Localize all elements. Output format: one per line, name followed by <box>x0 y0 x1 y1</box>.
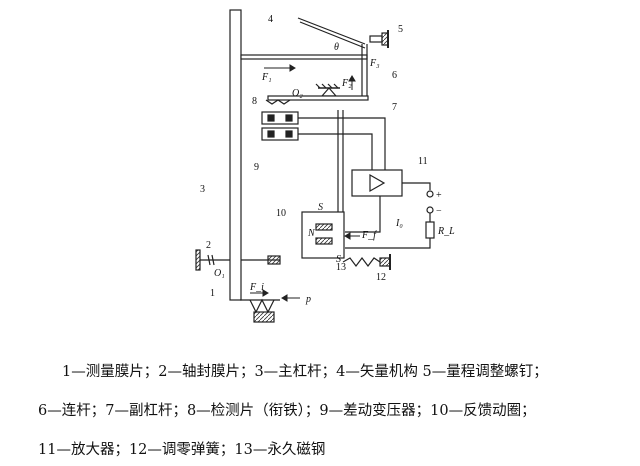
auxiliary-lever <box>267 95 369 101</box>
legend-line-2: 6—连杆；7—副杠杆；8—检测片（衔铁）；9—差动变压器；10—反馈动圈； <box>38 403 536 419</box>
label-11: 11 <box>418 156 428 167</box>
label-RL: R_L <box>437 226 455 237</box>
pivot-o2 <box>315 83 340 97</box>
label-I0: I₀ <box>395 218 403 229</box>
label-O1: O₁ <box>214 268 225 279</box>
label-N: N <box>307 228 316 239</box>
label-F1: F₁ <box>261 72 272 83</box>
label-10: 10 <box>276 208 286 219</box>
label-1: 1 <box>210 288 215 299</box>
label-F3: F₃ <box>369 58 380 69</box>
amplifier <box>351 169 403 197</box>
label-theta: θ <box>334 42 339 53</box>
terminal-minus <box>426 206 434 214</box>
label-S-bottom: S <box>336 254 341 265</box>
measuring-diaphragm <box>240 298 280 323</box>
feedback-coil-magnet <box>301 211 345 259</box>
vector-mechanism-rod <box>240 54 368 60</box>
signal-wire <box>298 117 386 170</box>
main-lever <box>229 9 242 301</box>
label-plus: + <box>436 190 442 201</box>
force-arrows <box>250 64 360 302</box>
terminal-plus <box>426 190 434 198</box>
label-minus: − <box>436 206 442 217</box>
label-12: 12 <box>376 272 386 283</box>
load-resistor <box>425 221 435 239</box>
label-F2: F₂ <box>341 78 352 89</box>
label-9: 9 <box>254 162 259 173</box>
label-3: 3 <box>200 184 205 195</box>
seal-diaphragm <box>195 249 281 271</box>
output-wire <box>402 182 431 190</box>
label-S-top: S <box>318 202 323 213</box>
label-5: 5 <box>398 24 403 35</box>
range-adjust-screw <box>369 30 389 48</box>
detection-plate <box>265 99 291 105</box>
legend-line-1: 1—测量膜片；2—轴封膜片；3—主杠杆；4—矢量机构 5—量程调整螺钉； <box>62 364 548 380</box>
label-Fi: F_i <box>249 282 264 293</box>
label-p: p <box>305 294 311 305</box>
label-O2: O₂ <box>292 88 303 99</box>
label-7: 7 <box>392 102 397 113</box>
vector-plate <box>297 17 366 45</box>
legend-line-3: 11—放大器；12—调零弹簧；13—永久磁钢 <box>38 442 326 458</box>
label-8: 8 <box>252 96 257 107</box>
label-6: 6 <box>392 70 397 81</box>
differential-transformer <box>261 111 299 141</box>
label-Ff: F_f <box>361 230 377 241</box>
label-13: 13 <box>336 262 346 273</box>
label-4: 4 <box>268 14 273 25</box>
label-2: 2 <box>206 240 211 251</box>
force-balance-transmitter-diagram: 1 2 3 4 5 6 7 8 9 10 11 12 13 F₁ F₂ F₃ F… <box>195 9 455 323</box>
zero-spring <box>342 254 391 270</box>
